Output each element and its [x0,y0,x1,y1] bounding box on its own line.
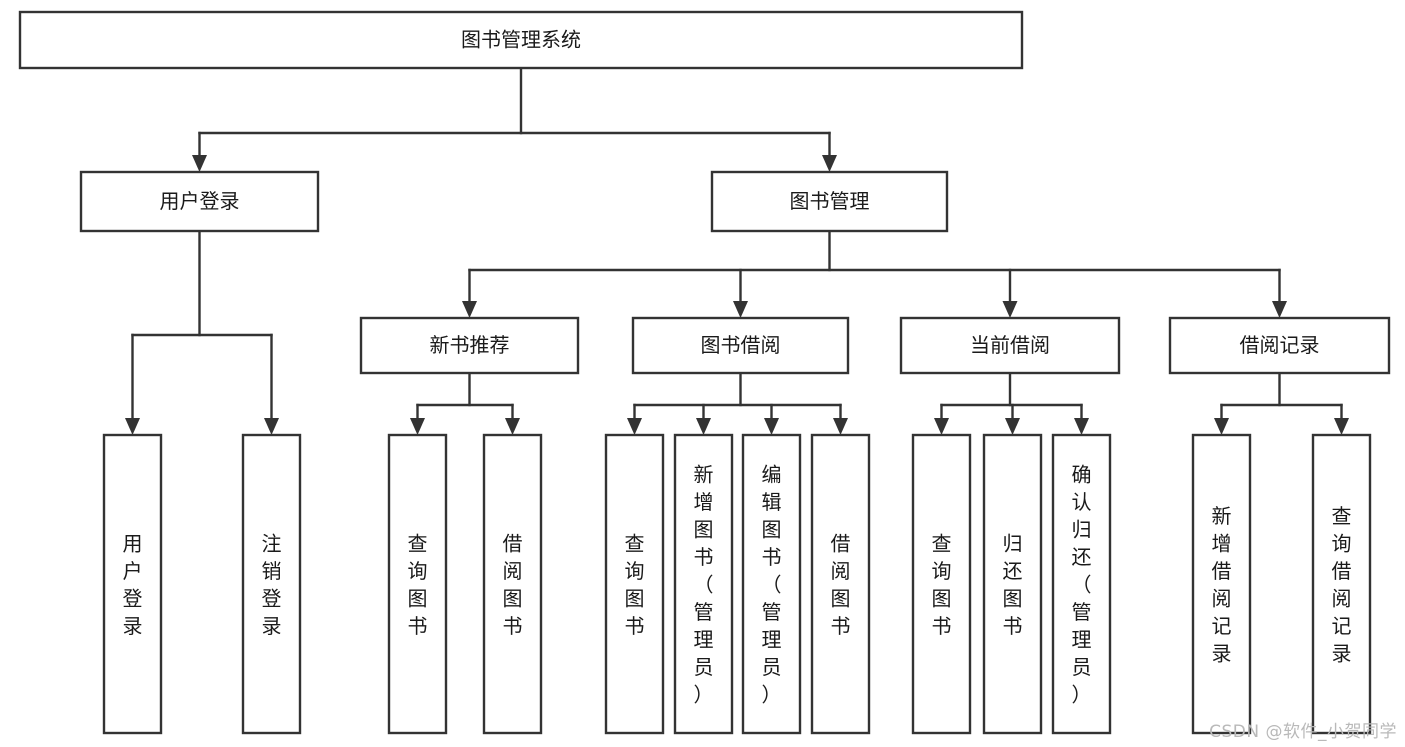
arrow-head-icon-edit-book-admin [764,418,779,435]
node-label-current-borrow: 当前借阅 [970,333,1050,357]
node-label-root: 图书管理系统 [461,28,581,52]
arrow-head-icon-borrow-book-nbr [505,418,520,435]
node-box-query-book-bb [604,433,665,735]
node-box-user-login-leaf [102,433,163,735]
arrow-head-icon-borrow-book-bb [833,418,848,435]
node-box-borrow-book-bb [810,433,871,735]
arrow-head-icon-add-book-admin [696,418,711,435]
node-confirm-return-admin[interactable]: 确认归还（管理员） [1051,433,1112,735]
node-box-root [18,10,1024,70]
node-label-borrow-book-bb: 借阅图书 [831,531,851,638]
node-label-query-book-bb: 查询图书 [625,531,645,638]
node-user-login-leaf[interactable]: 用户登录 [102,433,163,735]
node-box-confirm-return-admin [1051,433,1112,735]
node-box-add-borrow-record [1191,433,1252,735]
node-user-login[interactable]: 用户登录 [79,170,320,233]
node-label-add-book-admin: 新增图书（管理员） [694,463,714,707]
node-label-user-logout-leaf: 注销登录 [262,531,282,638]
arrow-head-icon-book-borrow [733,301,748,318]
arrow-head-icon-current-borrow [1002,301,1018,318]
node-box-return-book [982,433,1043,735]
node-label-query-book-nbr: 查询图书 [408,531,428,638]
arrow-head-icon-query-borrow-record [1334,418,1349,435]
node-add-borrow-record[interactable]: 新增借阅记录 [1191,433,1252,735]
node-box-book-borrow [631,316,850,375]
node-label-add-borrow-record: 新增借阅记录 [1212,504,1232,666]
node-edit-book-admin[interactable]: 编辑图书（管理员） [741,433,802,735]
arrow-head-icon-book-management [822,155,837,172]
node-box-query-borrow-record [1311,433,1372,735]
node-box-user-login [79,170,320,233]
node-current-borrow[interactable]: 当前借阅 [899,316,1121,375]
node-label-query-book-cb: 查询图书 [932,531,952,638]
node-box-book-management [710,170,949,233]
arrow-head-icon-user-login-leaf [125,418,140,435]
node-book-management[interactable]: 图书管理 [710,170,949,233]
arrow-head-icon-add-borrow-record [1214,418,1229,435]
node-box-query-book-nbr [387,433,448,735]
arrow-head-icon-user-login [192,155,207,172]
arrow-head-icon-return-book [1005,418,1020,435]
node-box-edit-book-admin [741,433,802,735]
node-box-add-book-admin [673,433,734,735]
arrow-head-icon-confirm-return-admin [1074,418,1089,435]
node-label-query-borrow-record: 查询借阅记录 [1332,504,1352,666]
arrow-head-icon-new-book-recommend [462,301,477,318]
node-borrow-book-nbr[interactable]: 借阅图书 [482,433,543,735]
node-label-confirm-return-admin: 确认归还（管理员） [1072,463,1092,707]
node-borrow-book-bb[interactable]: 借阅图书 [810,433,871,735]
node-borrow-record[interactable]: 借阅记录 [1168,316,1391,375]
node-label-borrow-book-nbr: 借阅图书 [503,531,523,638]
node-label-borrow-record: 借阅记录 [1240,333,1320,357]
node-root[interactable]: 图书管理系统 [18,10,1024,70]
node-box-borrow-record [1168,316,1391,375]
node-box-current-borrow [899,316,1121,375]
node-book-borrow[interactable]: 图书借阅 [631,316,850,375]
node-label-return-book: 归还图书 [1003,531,1023,638]
node-query-borrow-record[interactable]: 查询借阅记录 [1311,433,1372,735]
node-label-book-management: 图书管理 [790,189,870,213]
arrow-head-icon-borrow-record [1272,301,1287,318]
arrow-head-icon-query-book-cb [934,418,949,435]
node-return-book[interactable]: 归还图书 [982,433,1043,735]
node-user-logout-leaf[interactable]: 注销登录 [241,433,302,735]
node-box-borrow-book-nbr [482,433,543,735]
node-box-new-book-recommend [359,316,580,375]
node-label-edit-book-admin: 编辑图书（管理员） [762,463,782,707]
csdn-watermark: CSDN @软件_小贺同学 [1209,722,1397,742]
node-box-query-book-cb [911,433,972,735]
node-query-book-cb[interactable]: 查询图书 [911,433,972,735]
arrow-head-icon-query-book-nbr [410,418,425,435]
node-label-book-borrow: 图书借阅 [701,333,781,357]
node-label-new-book-recommend: 新书推荐 [430,333,510,357]
node-query-book-nbr[interactable]: 查询图书 [387,433,448,735]
node-box-user-logout-leaf [241,433,302,735]
arrow-head-icon-query-book-bb [627,418,642,435]
arrow-head-icon-user-logout-leaf [264,418,279,435]
node-label-user-login: 用户登录 [160,189,240,213]
node-label-user-login-leaf: 用户登录 [123,531,143,638]
node-new-book-recommend[interactable]: 新书推荐 [359,316,580,375]
node-query-book-bb[interactable]: 查询图书 [604,433,665,735]
node-add-book-admin[interactable]: 新增图书（管理员） [673,433,734,735]
